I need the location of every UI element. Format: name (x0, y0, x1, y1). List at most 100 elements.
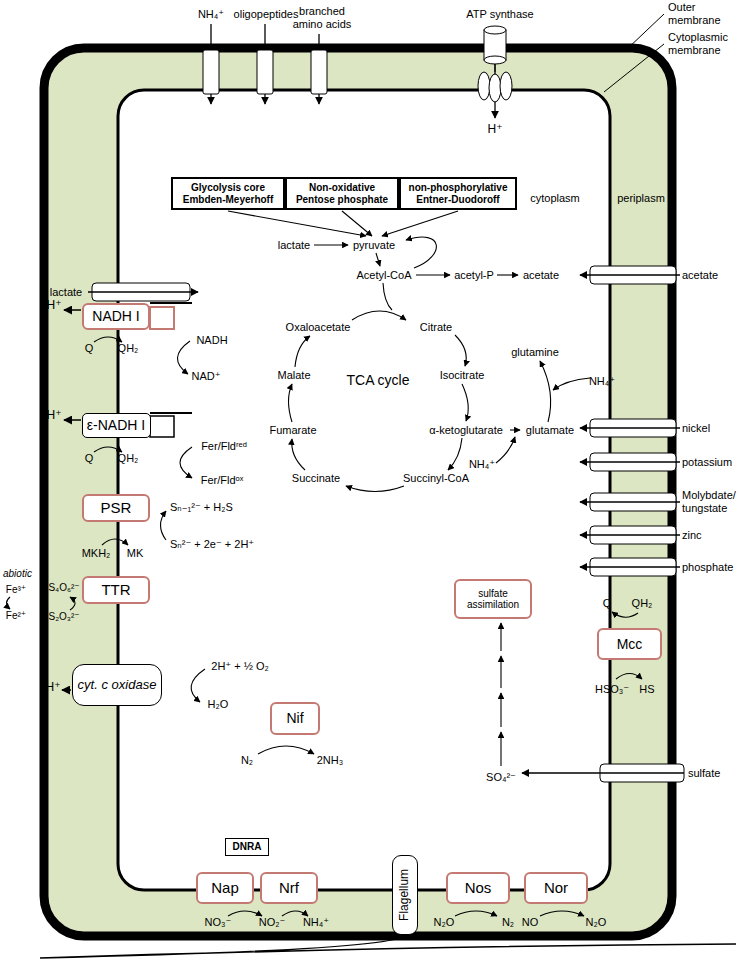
text-label: S₄O₆²⁻ (48, 582, 79, 594)
text-label: NAD⁺ (191, 370, 220, 383)
text-label: Citrate (420, 321, 452, 334)
top-transport-arrows (211, 24, 495, 118)
text-label: HS (639, 683, 654, 696)
process-box: ε-NADH I (82, 413, 151, 438)
text-label: Molybdate/ tungstate (682, 489, 742, 514)
text-label: S₂O₃²⁻ (48, 611, 79, 623)
process-box: NADH I (82, 303, 150, 330)
text-label: Q (603, 597, 612, 610)
box-label: sulfate assimilation (459, 588, 527, 611)
text-label: sulfate (688, 767, 720, 780)
text-label: NH₄⁺ (589, 375, 615, 388)
text-label: branched amino acids (291, 5, 353, 30)
text-label: Malate (277, 369, 310, 382)
process-box: TTR (82, 576, 150, 604)
box-label: NADH I (92, 308, 139, 324)
box-label: Nor (544, 879, 568, 896)
box-label: Glycolysis core Embden-Meyerhoff (176, 182, 280, 205)
text-label: N₂ (241, 754, 253, 767)
text-label: acetate (682, 269, 718, 282)
text-label: Q (85, 342, 94, 355)
text-label: QH₂ (118, 342, 139, 355)
text-label: H⁺ (46, 681, 61, 695)
text-label: cytoplasm (530, 192, 580, 205)
text-label: Outer membrane (668, 1, 740, 26)
text-label: 2NH₃ (317, 754, 344, 767)
text-label: Q (85, 452, 94, 465)
text-label: NH₄⁺ (198, 8, 224, 21)
process-box: Flagellum (392, 855, 418, 935)
box-label: Mcc (617, 636, 643, 652)
box-label: PSR (101, 499, 132, 516)
text-label: NO₃⁻ (205, 916, 232, 929)
text-label: ATP synthase (466, 8, 533, 21)
text-label: potassium (682, 456, 732, 469)
text-label: phosphate (682, 561, 733, 574)
box-label: Nap (211, 879, 239, 896)
box-label: ε-NADH I (87, 417, 145, 433)
cytoplasmic-membrane (118, 90, 610, 890)
text-label: acetyl-P (454, 269, 494, 282)
text-label: Acetyl-CoA (356, 269, 411, 282)
respiration-arrows (7, 303, 643, 916)
box-label: Nos (465, 879, 492, 896)
text-label: HSO₃⁻ (595, 683, 629, 696)
text-label: Oxaloacetate (286, 321, 351, 334)
text-label: H⁺ (488, 123, 503, 137)
process-box: Glycolysis core Embden-Meyerhoff (171, 177, 285, 210)
text-label: NO₂⁻ (259, 916, 286, 929)
text-label: H₂O (208, 698, 229, 711)
text-label: NH₄⁺ (303, 916, 329, 929)
text-label: SO₄²⁻ (486, 771, 516, 784)
transporters (92, 26, 684, 782)
text-label: α-ketoglutarate (429, 424, 503, 437)
text-label: Fe³⁺ (6, 584, 26, 596)
text-label: Cytoplasmic membrane (668, 31, 740, 56)
box-label: TTR (101, 581, 130, 598)
text-label: lactate (50, 286, 82, 299)
box-label: Non-oxidative Pentose phosphate (290, 182, 394, 205)
text-label: oligopeptides (234, 8, 299, 21)
metabolic-arrows (228, 211, 590, 492)
process-box: sulfate assimilation (454, 579, 532, 619)
process-box: cyt. c oxidase (72, 664, 162, 706)
text-label: N₂ (502, 916, 514, 929)
text-label: Isocitrate (440, 369, 485, 382)
text-label: MKH₂ (82, 547, 111, 560)
text-label: TCA cycle (346, 372, 409, 388)
process-box: DNRA (225, 838, 269, 856)
box-label: Nif (286, 710, 303, 726)
text-label: Fer/Fldʳᵉᵈ (201, 440, 247, 453)
text-label: NO (522, 916, 539, 929)
text-label: nickel (682, 422, 710, 435)
text-label: Fumarate (269, 424, 316, 437)
text-label: abiotic (3, 568, 32, 580)
process-box: Nor (524, 872, 588, 904)
text-label: H⁺ (47, 299, 62, 313)
text-label: Fe²⁺ (6, 610, 26, 622)
flagellum-tail (40, 935, 736, 958)
leader-lines (604, 14, 664, 92)
text-label: lactate (278, 239, 310, 252)
process-box: Non-oxidative Pentose phosphate (285, 177, 399, 210)
box-label: cyt. c oxidase (78, 678, 157, 693)
box-label: DNRA (233, 841, 262, 853)
text-label: periplasm (617, 192, 665, 205)
process-box: PSR (82, 494, 150, 522)
text-label: 2H⁺ + ½ O₂ (211, 660, 268, 673)
text-label: glutamine (511, 346, 559, 359)
text-label: glutamate (526, 424, 574, 437)
transport-arrows (88, 275, 684, 773)
text-label: zinc (682, 529, 702, 542)
box-label: non-phosphorylative Entner-Duodoroff (404, 182, 512, 205)
text-label: N₂O (434, 916, 455, 929)
text-label: NH₄⁺ (469, 458, 495, 471)
process-box: Nif (270, 702, 320, 735)
text-label: acetate (523, 269, 559, 282)
text-label: Sₙ₋₁²⁻ + H₂S (170, 501, 233, 514)
text-label: Succinate (292, 472, 340, 485)
text-label: Sₙ²⁻ + 2e⁻ + 2H⁺ (170, 538, 254, 551)
box-label: Nrf (279, 879, 299, 896)
text-label: MK (127, 547, 144, 560)
text-label: pyruvate (353, 239, 395, 252)
